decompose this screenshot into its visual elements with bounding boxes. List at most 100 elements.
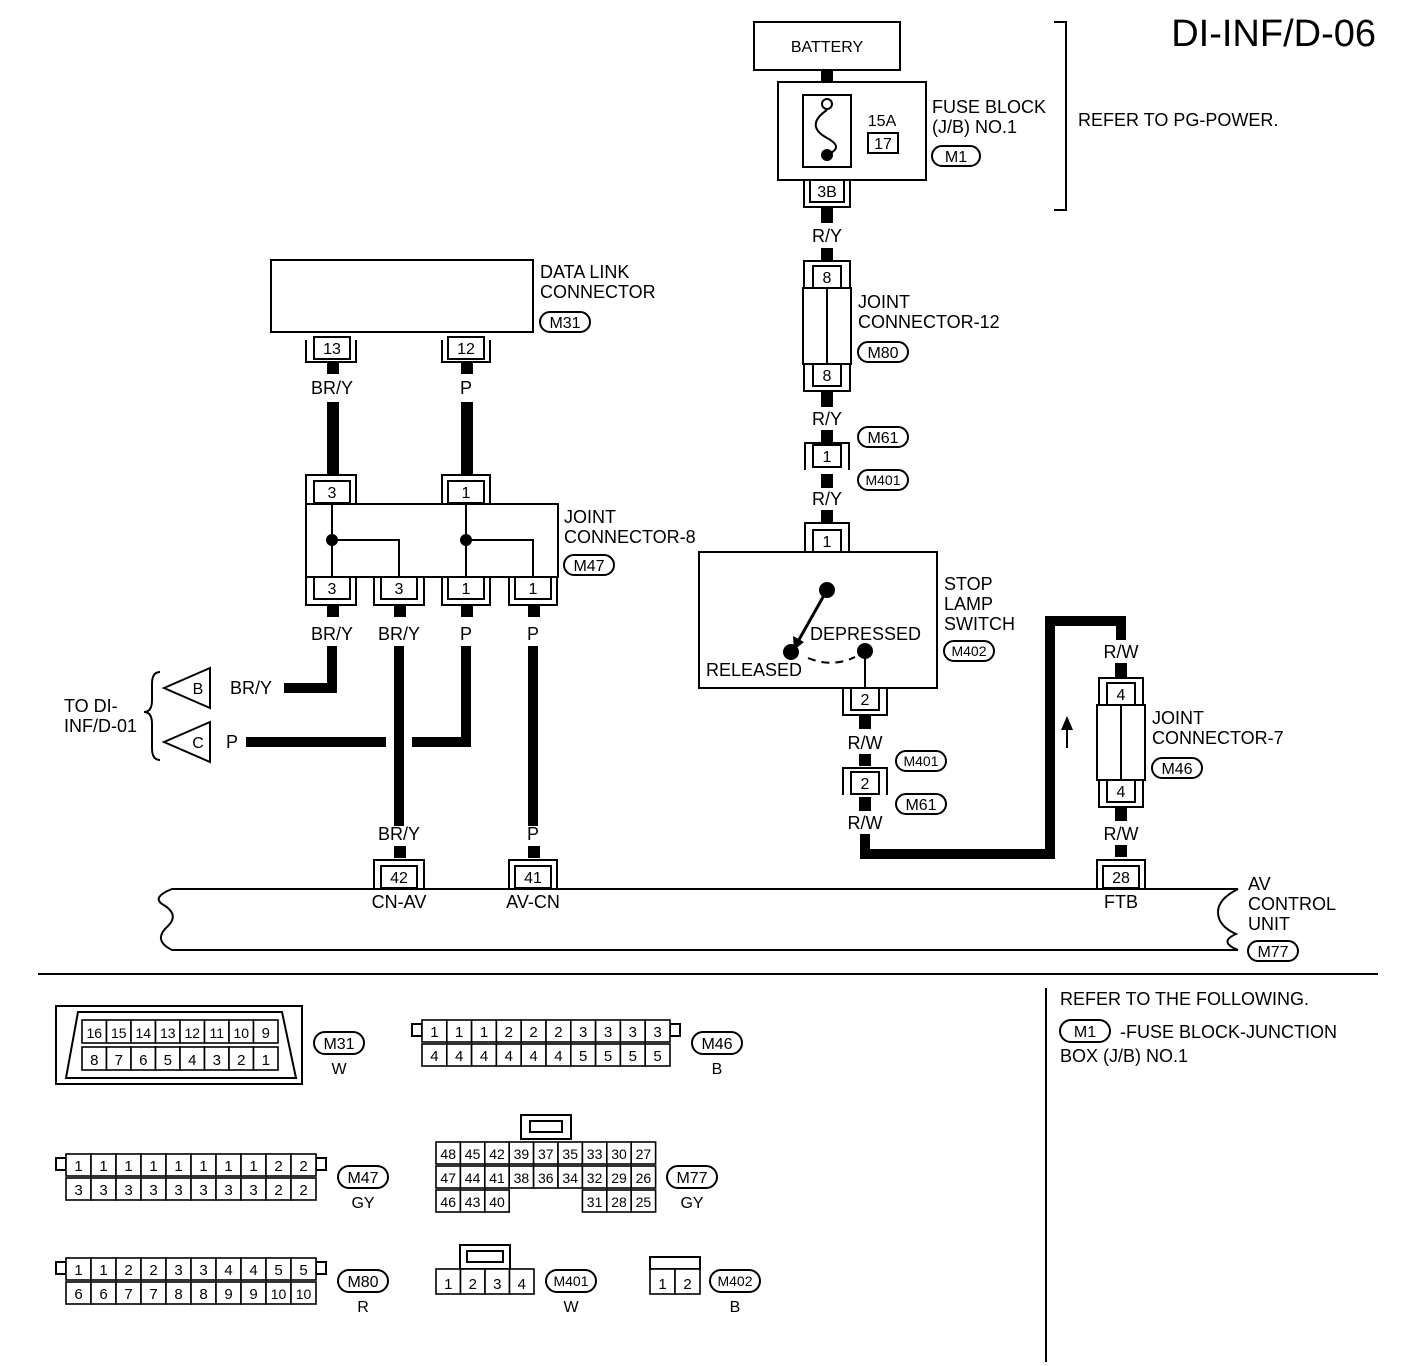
jc8-line2: CONNECTOR-8	[564, 527, 696, 547]
joint-connector-7: 4 4 JOINT CONNECTOR-7 M46	[1096, 677, 1284, 808]
refer-code: M1	[1074, 1024, 1096, 1041]
sls-code: M402	[951, 643, 986, 659]
jc8-top-pin-1: 1	[462, 485, 471, 502]
m47-pin-3: 3	[174, 1182, 182, 1199]
m77-pin-46: 46	[440, 1194, 456, 1210]
m77-pin-cell	[630, 1189, 657, 1213]
m31-pin-16: 16	[86, 1025, 102, 1041]
m80-pin-1: 1	[74, 1262, 82, 1279]
m401-pin-2: 2	[469, 1276, 477, 1293]
stop-lamp-switch: 1 DEPRESSED RELEASED STOP LAMP SWITCH M4…	[698, 522, 1015, 716]
m31-pin-cell	[252, 1046, 279, 1071]
m77-pin-37: 37	[538, 1146, 554, 1162]
jc7-pin-bottom: 4	[1117, 784, 1126, 801]
wire-label-p-1: P	[460, 378, 472, 398]
m77-pin-44: 44	[465, 1170, 481, 1186]
wire-label-bry-1: BR/Y	[311, 378, 353, 398]
m80-pin-6: 6	[74, 1286, 82, 1303]
jc8-bottom-pin-3: 1	[462, 581, 471, 598]
m47-pin-2: 2	[274, 1158, 282, 1175]
m46-pin-4: 4	[529, 1048, 537, 1065]
jc12-pin-top: 8	[823, 270, 832, 287]
m402-code: M402	[717, 1273, 752, 1289]
fuse-block-code: M1	[945, 149, 967, 166]
m401-pin-cell	[508, 1268, 535, 1295]
m77-code: M77	[676, 1170, 707, 1187]
fuse-rating: 15A	[868, 113, 897, 130]
m31-pin-15: 15	[111, 1025, 127, 1041]
wire-stub-3	[461, 605, 473, 617]
wire-label-ry-2: R/Y	[812, 409, 842, 429]
m402-pin-1: 1	[658, 1276, 666, 1293]
m47-pin-1: 1	[249, 1158, 257, 1175]
m47-pin-2: 2	[274, 1182, 282, 1199]
m401-pin-3: 3	[493, 1276, 501, 1293]
jc7-pin-top: 4	[1117, 687, 1126, 704]
m80-pin-6: 6	[99, 1286, 107, 1303]
wire-label-ry-1: R/Y	[812, 226, 842, 246]
m47-pin-2: 2	[299, 1182, 307, 1199]
fuse-block: 15A 17 FUSE BLOCK (J/B) NO.1 M1	[777, 81, 1046, 181]
m31-pin-12: 12	[184, 1025, 200, 1041]
wire-p-1b	[461, 402, 473, 474]
wire-rw-1b	[859, 754, 871, 766]
m31-pin-6: 6	[139, 1052, 147, 1069]
data-link-connector: DATA LINK CONNECTOR M31 13 12	[270, 259, 656, 363]
m46-pin-4: 4	[455, 1048, 463, 1065]
fuse-terminal-label: 3B	[817, 184, 837, 201]
m80-pin-7: 7	[124, 1286, 132, 1303]
m47-code: M47	[347, 1170, 378, 1187]
m77-pin-41: 41	[489, 1170, 505, 1186]
m46-pin-3: 3	[579, 1024, 587, 1041]
m80-pin-4: 4	[249, 1262, 257, 1279]
m46-pin-5: 5	[604, 1048, 612, 1065]
jc12-code: M80	[867, 345, 898, 362]
wire-p-4b	[528, 846, 540, 858]
m80-pin-10: 10	[296, 1286, 312, 1302]
wire-bry-1b	[327, 402, 339, 474]
m77-pin-29: 29	[611, 1170, 627, 1186]
m31-code: M31	[323, 1036, 354, 1053]
wire-ry-1	[821, 207, 833, 223]
m46-color: B	[712, 1061, 723, 1078]
jc8-code: M47	[573, 558, 604, 575]
m46-pin-cell	[644, 1019, 671, 1043]
m46-pin-3: 3	[629, 1024, 637, 1041]
wire-rw-3b	[1115, 663, 1127, 677]
fuse-block-line1: FUSE BLOCK	[932, 97, 1046, 117]
m47-pin-3: 3	[99, 1182, 107, 1199]
refer-heading: REFER TO THE FOLLOWING.	[1060, 989, 1309, 1009]
sls-state-depressed: DEPRESSED	[810, 624, 921, 644]
flag-b-wire-label: BR/Y	[230, 678, 272, 698]
wire-rw-4b	[1115, 845, 1127, 857]
jc8-top-pin-3: 3	[328, 485, 337, 502]
m77-pin-38: 38	[514, 1170, 530, 1186]
m77-pin-25: 25	[636, 1194, 652, 1210]
dlc-code: M31	[549, 315, 580, 332]
wire-label-rw-3: R/W	[1104, 642, 1139, 662]
m46-pin-2: 2	[529, 1024, 537, 1041]
m80-pin-2: 2	[124, 1262, 132, 1279]
jc7-code: M46	[1161, 761, 1192, 778]
m77-pin-31: 31	[587, 1194, 603, 1210]
m31-color: W	[331, 1061, 347, 1078]
inline1-pin: 1	[823, 449, 832, 466]
avcu-pin-42: 42	[390, 870, 408, 887]
wire-ry-2	[821, 391, 833, 407]
m77-pin-cell	[630, 1141, 657, 1165]
m77-pin-48: 48	[440, 1146, 456, 1162]
to-di-inf-d-01: B BR/Y C P TO DI- INF/D-01	[64, 666, 272, 764]
m46-pin-2: 2	[505, 1024, 513, 1041]
dlc-pin-12: 12	[457, 341, 475, 358]
refer-box: REFER TO THE FOLLOWING. M1 -FUSE BLOCK-J…	[1059, 989, 1337, 1066]
m31-pin-8: 8	[90, 1052, 98, 1069]
m46-pin-4: 4	[430, 1048, 438, 1065]
wire-rw-to-jc7	[860, 616, 1126, 859]
wire-label-p-4: P	[527, 824, 539, 844]
m47-pin-cell	[290, 1177, 317, 1201]
wire-ry-3	[821, 474, 833, 488]
